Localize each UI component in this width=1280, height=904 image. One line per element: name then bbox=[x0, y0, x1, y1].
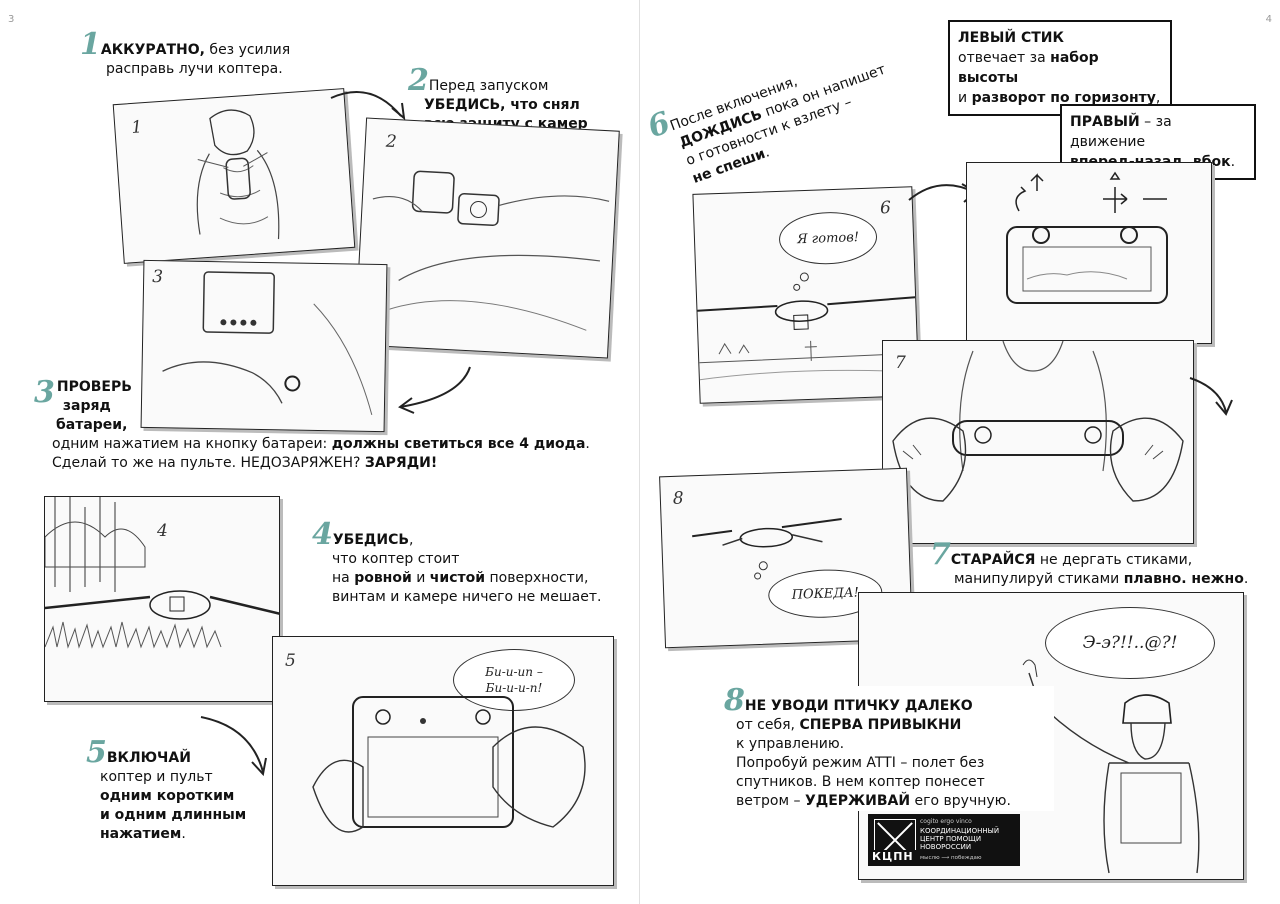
step-3-text: 3 ПРОВЕРЬ заряд батареи, одним нажатием … bbox=[34, 375, 590, 472]
soldier-sketch bbox=[1022, 659, 1200, 874]
illustration-panel-1: 1 bbox=[112, 88, 356, 264]
step-8-text: 8НЕ УВОДИ ПТИЧКУ ДАЛЕКО от себя, СПЕРВА … bbox=[724, 686, 1054, 811]
left-page: 3 1АККУРАТНО, без усилия расправь лучи к… bbox=[8, 14, 620, 886]
speech-bubble-beep: Би-и-ип – Би-и-и-п! bbox=[453, 649, 575, 711]
camera-protector-sketch bbox=[372, 170, 610, 331]
arrow-icon bbox=[330, 91, 406, 121]
step-4-number: 4 bbox=[312, 517, 333, 552]
arrow-icon bbox=[398, 366, 471, 414]
step-5-number: 5 bbox=[86, 735, 107, 770]
step-1-number: 1 bbox=[80, 27, 101, 62]
step-1-text: 1АККУРАТНО, без усилия расправь лучи коп… bbox=[80, 27, 291, 78]
page-number-left: 3 bbox=[8, 14, 15, 25]
arrow-icon bbox=[200, 716, 267, 777]
hands-on-controller-sketch bbox=[892, 341, 1184, 502]
battery-check-sketch bbox=[162, 271, 373, 416]
drone-flying-away-sketch bbox=[692, 518, 842, 580]
step-3-number: 3 bbox=[34, 375, 55, 410]
illustration-panel-3: 3 bbox=[140, 259, 388, 433]
step-7-number: 7 bbox=[930, 537, 951, 572]
drone-on-grass-sketch bbox=[45, 497, 279, 649]
controller-power-on-sketch bbox=[312, 696, 586, 833]
step-5-text: 5ВКЛЮЧАЙ коптер и пульт одним коротким и… bbox=[86, 735, 247, 843]
step-4-text: 4УБЕДИСЬ, что коптер стоит на ровной и ч… bbox=[312, 517, 602, 606]
step-7-text: 7СТАРАЙСЯ не дергать стиками, манипулиру… bbox=[930, 537, 1249, 588]
illustration-panel-5: 5 Би-и-ип – Би-и-и-п! bbox=[272, 636, 614, 886]
illustration-panel-2: 2 bbox=[354, 117, 620, 359]
controller-sticks-sketch bbox=[1006, 171, 1168, 304]
woman-drone-sketch bbox=[196, 109, 280, 240]
left-stick-box: ЛЕВЫЙ СТИК отвечает за набор высоты и ра… bbox=[948, 20, 1172, 116]
step-2-number: 2 bbox=[408, 63, 429, 98]
speech-bubble-exclaim: Э-э?!!..@?! bbox=[1045, 607, 1215, 679]
illustration-panel-4: 4 bbox=[44, 496, 280, 702]
page-number-right: 4 bbox=[1265, 14, 1272, 25]
arrow-icon bbox=[1189, 377, 1233, 416]
kcpn-logo: КЦПН cogito ergo vinco КООРДИНАЦИОННЫЙ Ц… bbox=[868, 814, 1020, 866]
illustration-panel-8: 8 ПОКЕДА! bbox=[659, 467, 913, 649]
illustration-panel-controller bbox=[966, 162, 1212, 344]
illustration-panel-7: 7 bbox=[882, 340, 1194, 544]
step-8-number: 8 bbox=[724, 683, 745, 718]
